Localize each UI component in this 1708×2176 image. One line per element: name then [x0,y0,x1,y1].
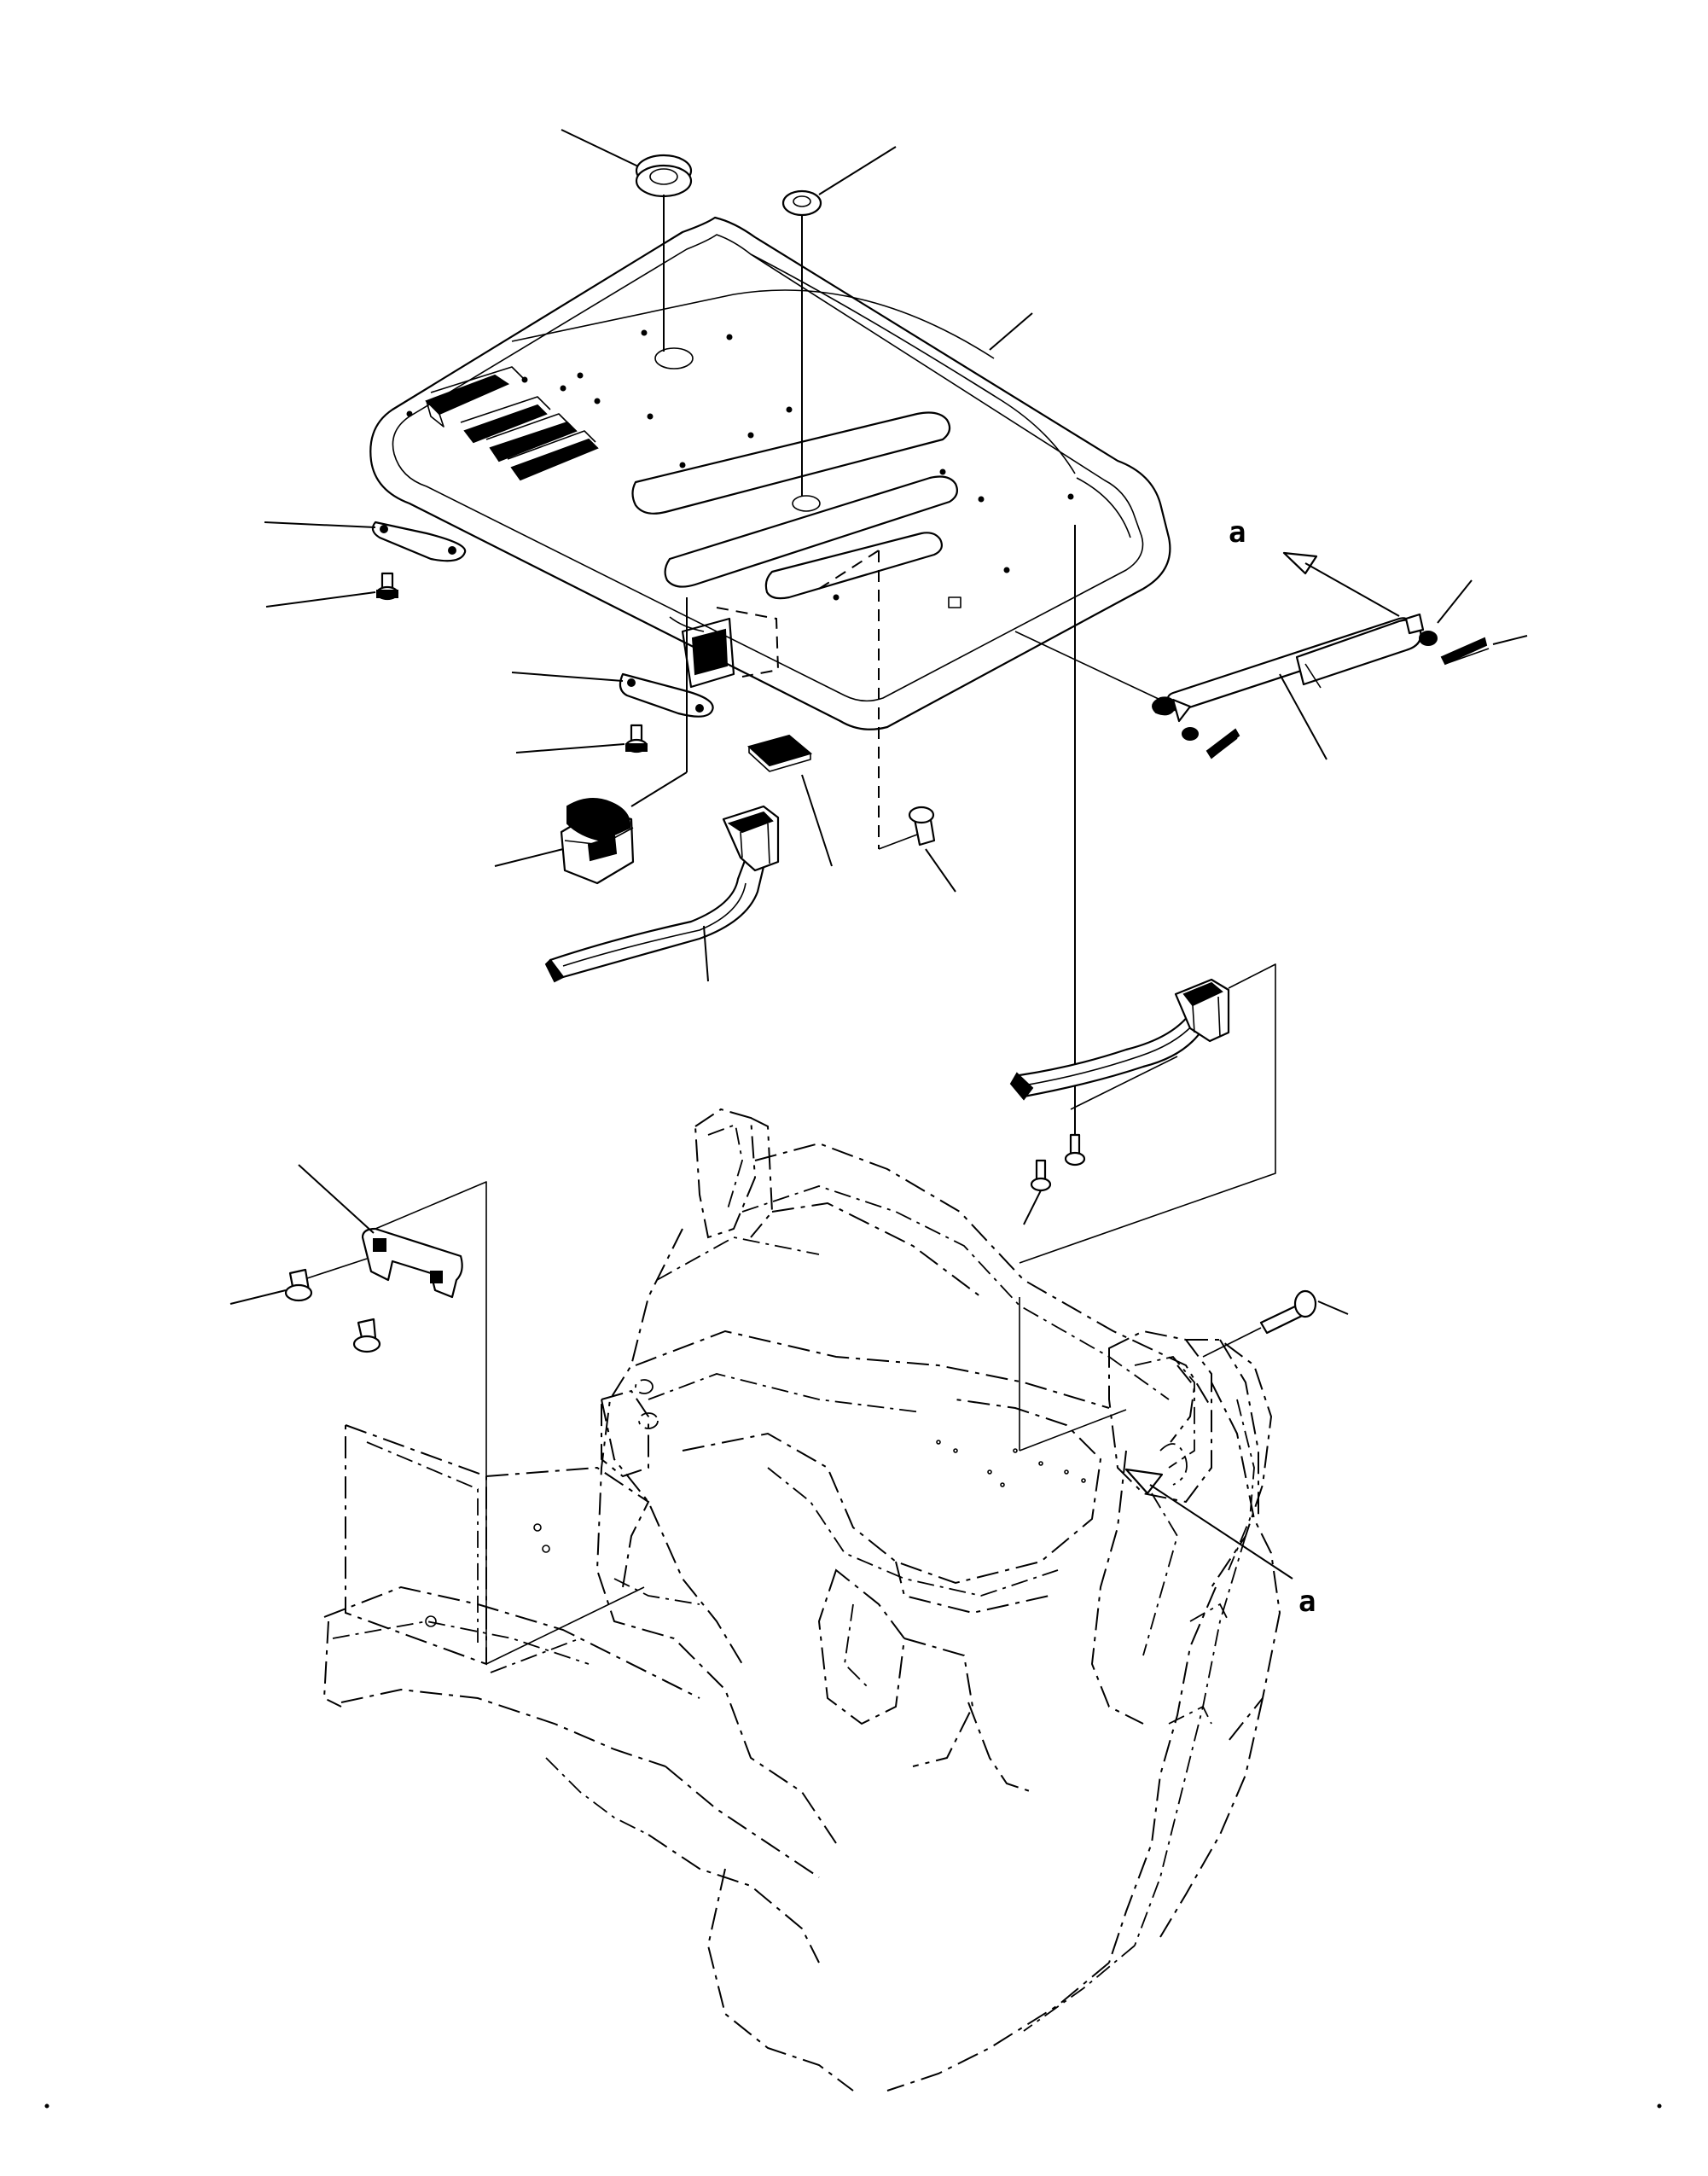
bolt-center [818,550,956,893]
pad-small [747,734,833,867]
cover-leader [989,312,1033,351]
bolt-right [1202,1289,1349,1358]
leader-right-panel [1019,1409,1127,1452]
plate-middle-left [511,672,714,718]
view-arrow-bottom [1124,1468,1293,1580]
view-label-bottom: a [1298,1585,1316,1619]
bolt-lower-left-a [229,1258,368,1305]
bolt-lower-left-b [352,1318,381,1353]
cable-harness-right [1009,525,1276,1264]
leader-left-panel [485,1586,645,1665]
plug-small [781,146,897,497]
bolt-middle-left [515,724,648,753]
view-label-top: a [1229,515,1246,550]
plate-lower-left [298,1164,487,1664]
machine-frame [322,1108,1281,2092]
bolt-upper-left [265,572,399,608]
stopper-bracket [494,597,688,885]
gas-spring [1014,551,1528,760]
cable-harness-left [544,805,780,983]
plate-upper-left [264,521,467,562]
corner-dot-right [1657,2103,1662,2109]
floor-cover-panel [369,216,1171,730]
corner-dot-left [44,2103,49,2109]
grommet-large [561,129,693,352]
